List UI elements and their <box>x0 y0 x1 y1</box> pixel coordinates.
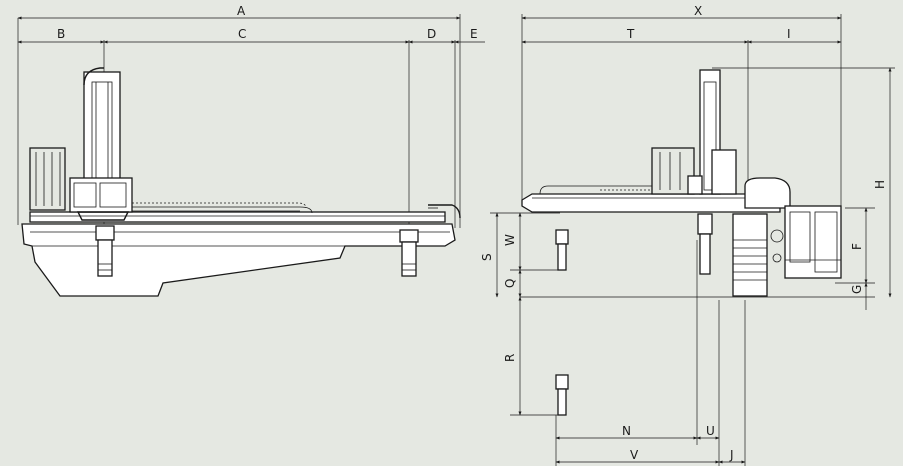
dim-label-H: H <box>873 180 887 189</box>
dim-label-R: R <box>503 354 517 362</box>
dim-label-T: T <box>626 27 635 41</box>
front-view <box>17 14 485 297</box>
dimension-label-group: A B C D E X T I H F G S W Q R N U V J <box>57 4 887 462</box>
dim-label-N: N <box>622 424 631 438</box>
dim-label-D: D <box>427 27 436 41</box>
dim-label-B: B <box>57 27 65 41</box>
dim-label-V: V <box>630 448 639 462</box>
side-view <box>490 14 895 466</box>
dim-label-W: W <box>503 234 517 246</box>
dim-label-F: F <box>850 243 864 250</box>
dim-label-S: S <box>480 253 494 261</box>
dim-label-E: E <box>470 27 478 41</box>
dim-label-A: A <box>237 4 246 18</box>
dim-label-X: X <box>694 4 702 18</box>
dim-label-J: J <box>729 448 734 462</box>
dim-label-U: U <box>706 424 715 438</box>
dim-label-C: C <box>238 27 246 41</box>
dim-label-I: I <box>787 27 791 41</box>
dim-label-G: G <box>850 285 864 294</box>
dim-label-Q: Q <box>503 279 517 288</box>
